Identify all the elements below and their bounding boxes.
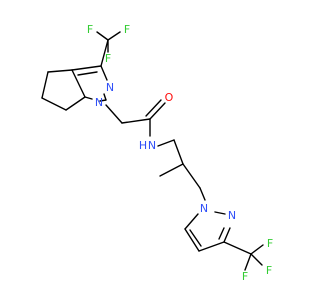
bond <box>145 99 162 117</box>
bond <box>41 71 49 99</box>
bond <box>159 163 184 177</box>
atom-label-n: N <box>106 81 114 94</box>
atom-label-f: F <box>105 52 111 65</box>
bond <box>223 227 231 243</box>
bond <box>100 39 109 67</box>
bond <box>223 241 252 255</box>
bond <box>218 227 225 240</box>
atom-label-o: O <box>165 91 174 104</box>
bond <box>182 163 201 189</box>
bond <box>47 69 73 73</box>
bond <box>71 65 102 71</box>
molecule-structure-diagram: F F F N N O N H N N F F F <box>41 23 273 283</box>
atom-label-n: N <box>200 202 208 215</box>
atom-labels: F F F N N O N H N N F F F <box>87 23 273 283</box>
bond <box>173 139 184 165</box>
bond <box>184 213 199 230</box>
bond <box>77 71 98 76</box>
bond <box>84 96 93 100</box>
bonds <box>41 31 264 271</box>
bond <box>244 253 252 271</box>
bond <box>105 104 123 124</box>
bond <box>99 99 107 102</box>
atom-label-f: F <box>267 237 273 250</box>
bond <box>41 97 67 111</box>
bond <box>65 96 86 111</box>
atom-label-n: N <box>148 139 156 152</box>
bond <box>199 187 206 201</box>
atom-label-n: N <box>95 96 103 109</box>
atom-label-h: H <box>139 139 147 152</box>
bond <box>250 253 263 266</box>
bond <box>100 65 108 81</box>
atom-label-f: F <box>124 23 130 36</box>
atom-label-f: F <box>266 264 272 277</box>
bond <box>96 31 109 41</box>
bond <box>214 211 226 215</box>
bond <box>184 228 200 252</box>
bond <box>121 118 151 124</box>
bond <box>149 102 166 120</box>
atom-label-n: N <box>228 209 236 222</box>
bond <box>103 93 107 101</box>
bond <box>189 229 202 247</box>
bond <box>250 244 264 255</box>
atom-label-f: F <box>242 270 248 283</box>
atom-label-f: F <box>87 23 93 36</box>
bond <box>198 241 225 252</box>
bond <box>71 69 86 98</box>
bond <box>157 139 175 147</box>
bond <box>107 31 121 41</box>
